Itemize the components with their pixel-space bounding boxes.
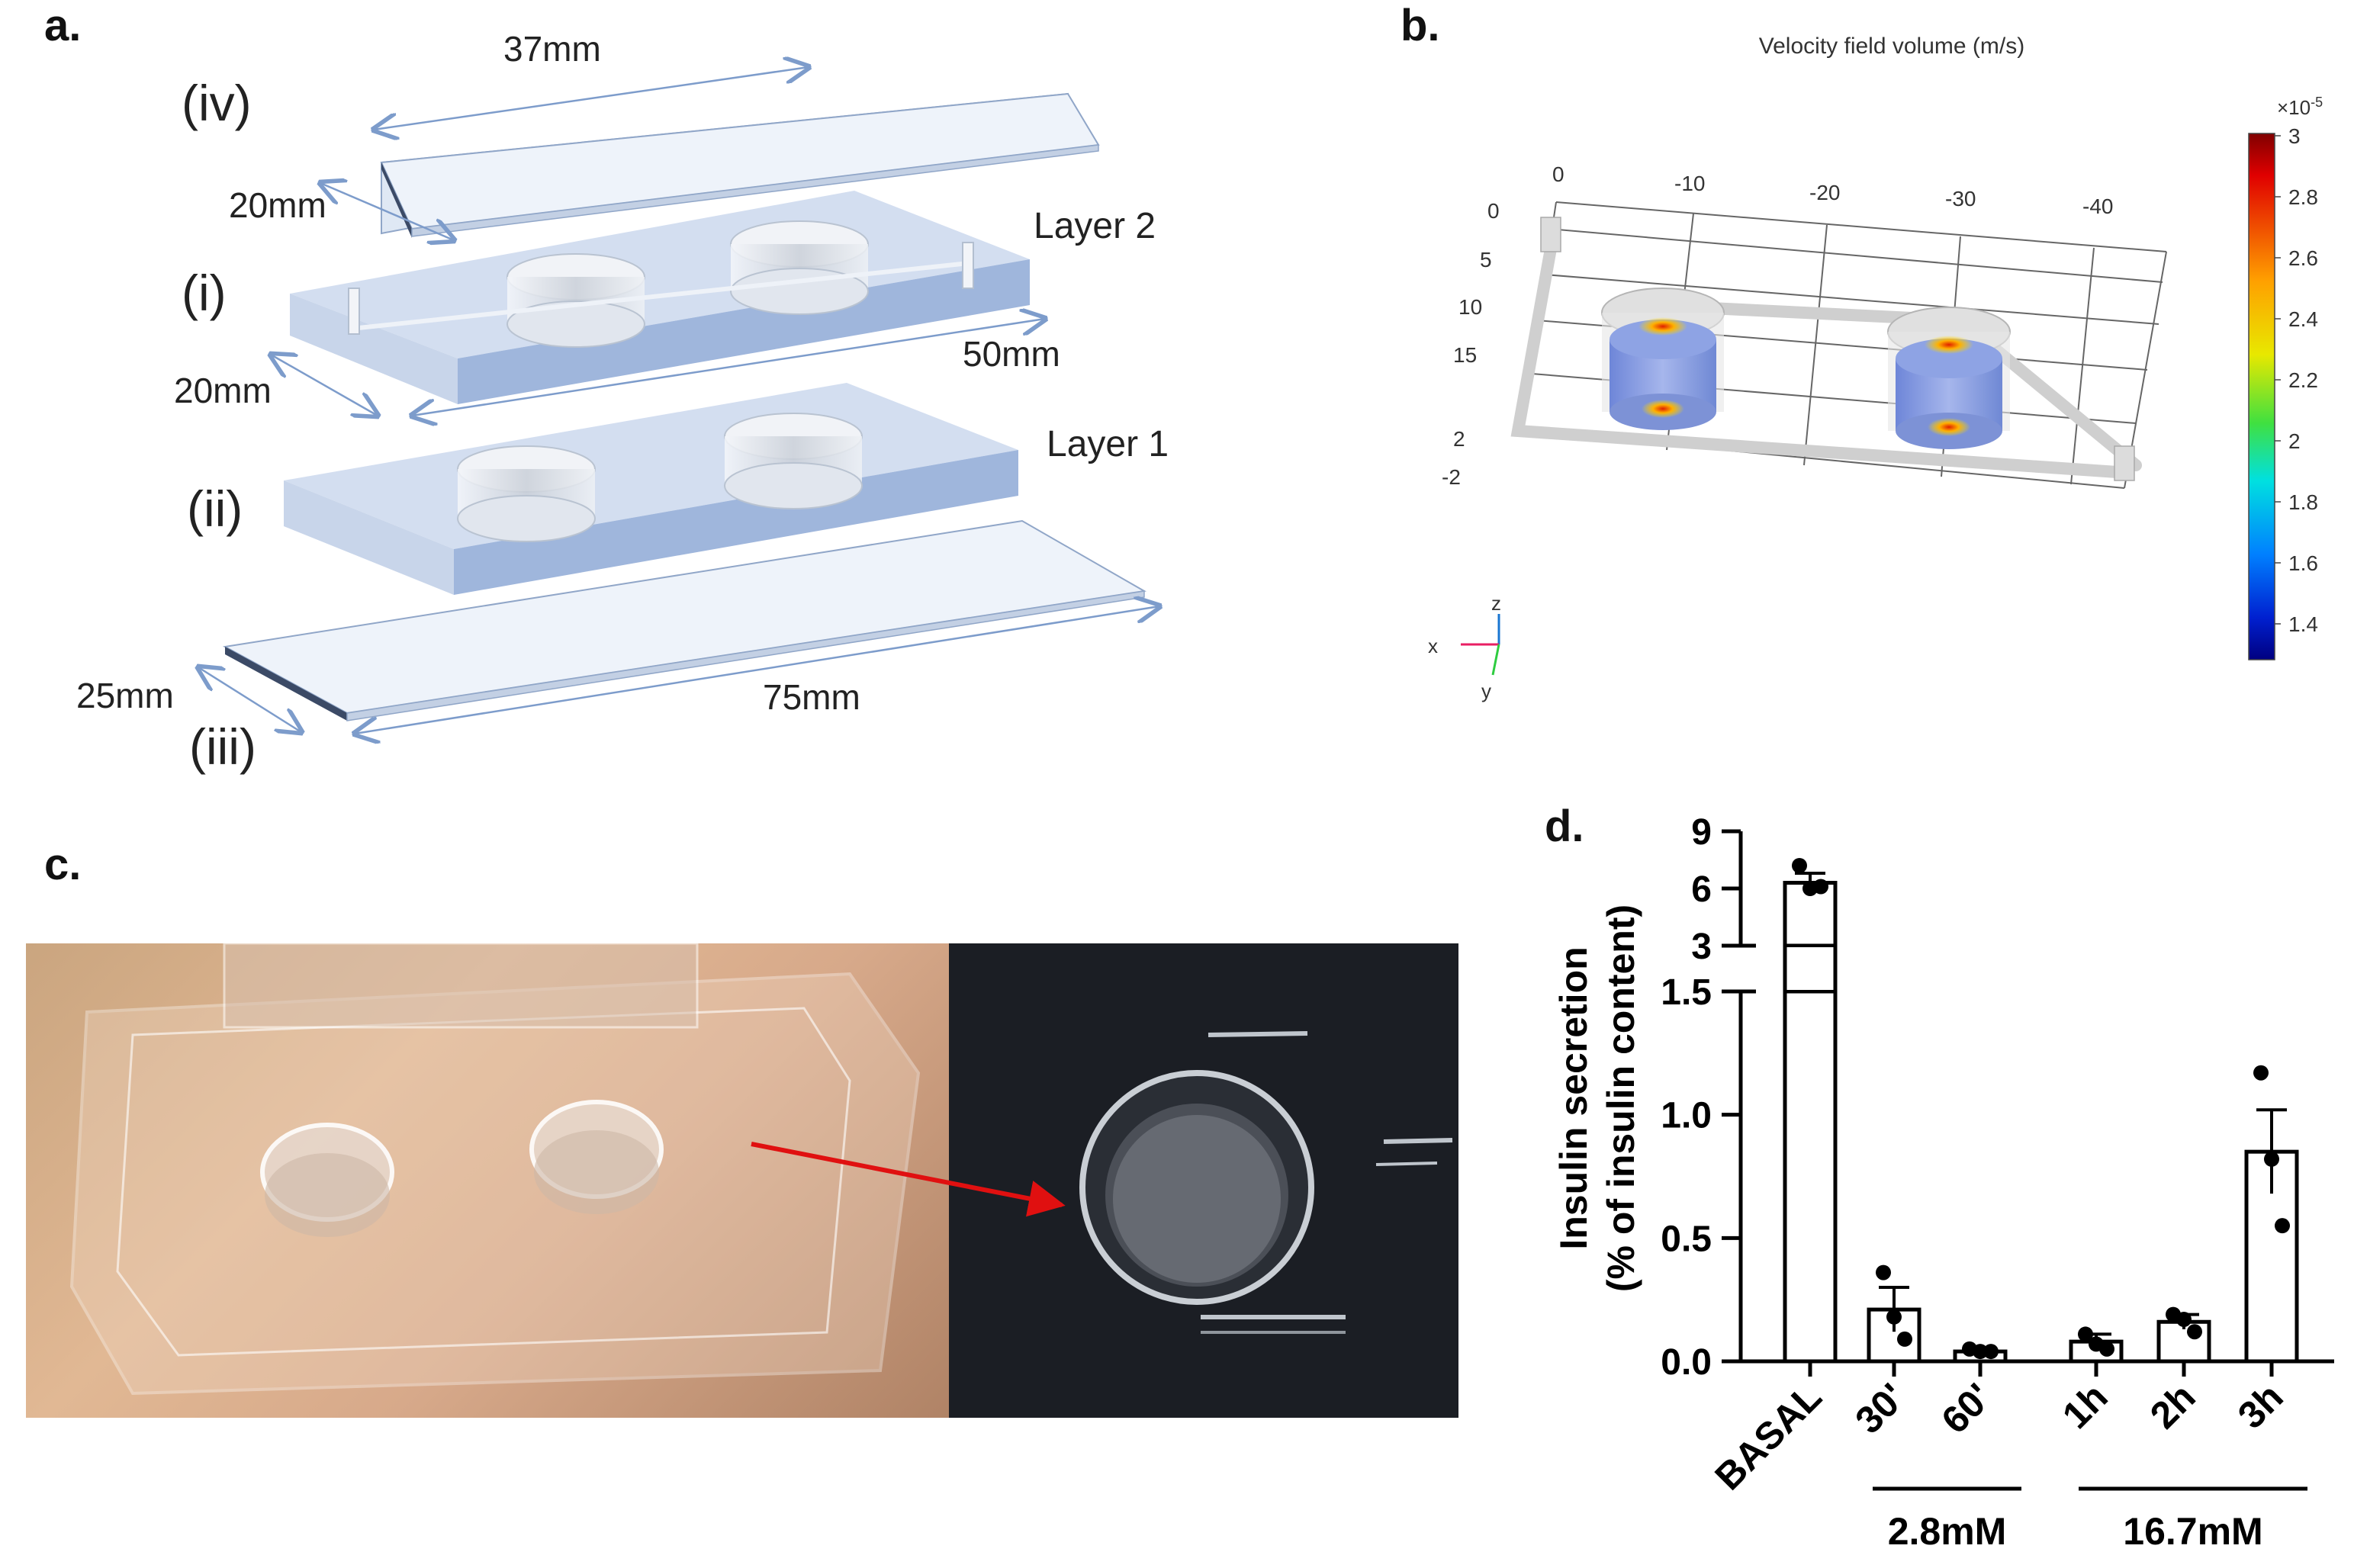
chip-photo-right — [949, 943, 1458, 1418]
colorbar-tick-label: 1.6 — [2288, 551, 2318, 575]
colorbar-tick-label: 2.6 — [2288, 246, 2318, 270]
data-point — [2253, 1065, 2269, 1081]
y-tick-label: 0.5 — [1661, 1219, 1712, 1259]
sim-tick-x-3: -30 — [1945, 187, 1976, 210]
panel-d-label: d. — [1545, 802, 1584, 851]
data-point — [2264, 1151, 2279, 1167]
data-point — [1983, 1344, 1999, 1360]
y-tick-label: 0.0 — [1661, 1342, 1712, 1383]
colorbar — [2248, 133, 2275, 660]
sim-chamber-2 — [1887, 307, 2011, 449]
layer-iv-glass — [380, 92, 1100, 238]
x-tick-label: 1h — [2054, 1375, 2116, 1437]
sim-tick-l-2: 10 — [1458, 295, 1482, 319]
y-axis-label-line2: (% of insulin content) — [1600, 904, 1642, 1292]
colorbar-tick-label: 2.2 — [2288, 368, 2318, 392]
triad-z: z — [1491, 592, 1501, 615]
panel-a-label: a. — [44, 1, 82, 50]
x-tick-label: 30' — [1847, 1375, 1913, 1441]
sim-axis-left-ticks: 0 5 10 15 2 -2 — [1442, 199, 1500, 489]
sim-tick-l-5: -2 — [1442, 465, 1461, 489]
label-layer2: Layer 2 — [1034, 206, 1156, 246]
bar-break-gap — [1782, 947, 1838, 990]
y-tick-label: 9 — [1691, 812, 1712, 853]
data-point — [1973, 1344, 1988, 1360]
sim-tick-x-0: 0 — [1552, 162, 1565, 186]
colorbar-ticks: 3 2.8 2.6 2.4 2.2 2 1.8 1.6 1.4 — [2275, 124, 2318, 636]
sim-tick-l-1: 5 — [1480, 248, 1492, 272]
triad-x: x — [1428, 635, 1438, 657]
dim-20mm-top: 20mm — [229, 185, 326, 225]
y-tick-label: 1.5 — [1661, 972, 1712, 1013]
sim-chamber-1 — [1601, 288, 1725, 430]
colorbar-tick-label: 3 — [2288, 124, 2301, 148]
label-iii: (iii) — [189, 718, 256, 775]
x-tick-label: BASAL — [1706, 1375, 1829, 1498]
y-axis-label-line1: Insulin secretion — [1552, 946, 1595, 1249]
label-iv: (iv) — [182, 75, 252, 131]
data-point — [2099, 1341, 2114, 1357]
sim-title: Velocity field volume (m/s) — [1759, 34, 2024, 59]
sim-axis-x-ticks: 0 -10 -20 -30 -40 — [1552, 162, 2113, 218]
x-tick-label: 3h — [2230, 1375, 2291, 1437]
sim-tick-l-0: 0 — [1487, 199, 1500, 223]
y-tick-label: 1.0 — [1661, 1096, 1712, 1136]
group-label: 16.7mM — [2123, 1510, 2262, 1553]
chip-photo-left — [26, 943, 949, 1418]
x-tick-label: 60' — [1933, 1375, 1999, 1441]
axis-triad: z x y — [1428, 592, 1501, 702]
velocity-field-simulation: Velocity field volume (m/s) — [1428, 34, 2323, 702]
data-point — [2176, 1312, 2192, 1328]
group-label: 2.8mM — [1888, 1510, 2007, 1553]
panel-b-label: b. — [1401, 1, 1440, 50]
colorbar-tick-label: 1.4 — [2288, 612, 2318, 636]
sim-tick-x-1: -10 — [1674, 172, 1705, 195]
data-point — [2275, 1218, 2290, 1234]
dim-37mm: 37mm — [503, 29, 601, 69]
data-point — [1876, 1264, 1891, 1280]
sim-tick-x-2: -20 — [1809, 181, 1840, 204]
data-point — [1792, 858, 1807, 873]
data-point — [2187, 1324, 2202, 1340]
chip-exploded-schematic: 37mm 20mm 50mm 20mm 25mm 75mm (iv) (i) (… — [76, 29, 1169, 775]
data-point — [1897, 1331, 1912, 1347]
data-point — [1813, 879, 1828, 895]
triad-y: y — [1481, 680, 1491, 702]
data-point — [2078, 1326, 2093, 1342]
dim-25mm: 25mm — [76, 676, 174, 715]
label-layer1: Layer 1 — [1047, 424, 1169, 464]
label-ii: (ii) — [187, 480, 243, 537]
dim-50mm: 50mm — [963, 334, 1060, 374]
dim-20mm-mid: 20mm — [174, 371, 272, 410]
colorbar-tick-label: 2 — [2288, 429, 2301, 453]
colorbar-exponent: ×10-5 — [2277, 95, 2323, 119]
sim-tick-l-3: 15 — [1453, 343, 1477, 367]
dimension-arrows — [198, 67, 1159, 734]
panel-c-label: c. — [44, 840, 82, 889]
colorbar-tick-label: 1.8 — [2288, 490, 2318, 514]
sim-tick-l-4: 2 — [1453, 427, 1465, 451]
dim-75mm: 75mm — [763, 677, 860, 717]
label-i: (i) — [182, 265, 227, 321]
sim-tick-x-4: -40 — [2082, 194, 2113, 218]
bar — [1783, 989, 1838, 1364]
x-tick-label: 2h — [2142, 1375, 2204, 1437]
y-tick-label: 3 — [1691, 927, 1712, 967]
colorbar-tick-label: 2.4 — [2288, 307, 2318, 331]
colorbar-tick-label: 2.8 — [2288, 185, 2318, 209]
y-tick-label: 6 — [1691, 869, 1712, 910]
data-point — [1886, 1309, 1902, 1325]
